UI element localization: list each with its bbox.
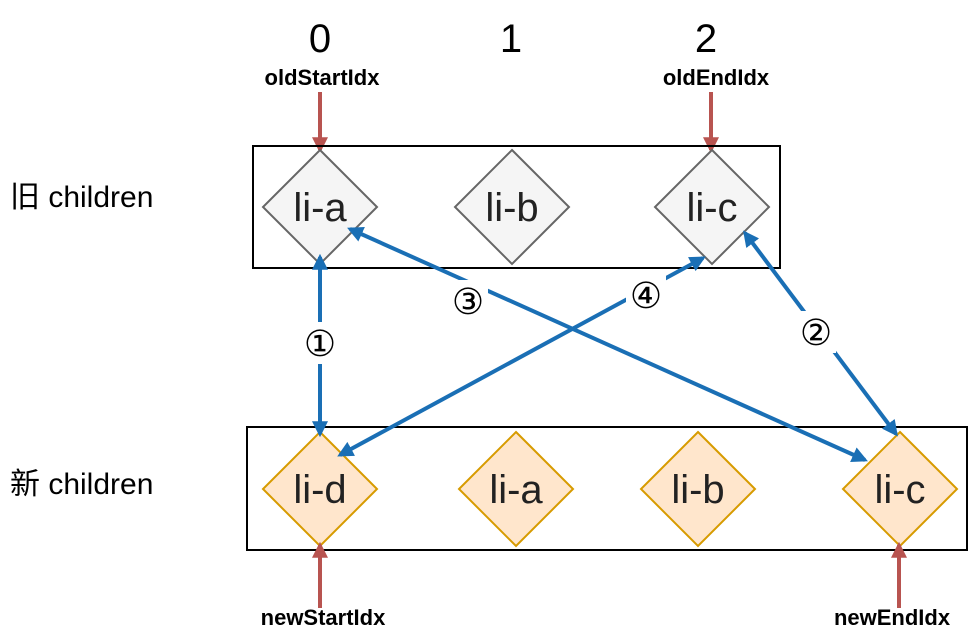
new-node-label: li-b [671, 468, 724, 512]
step-label-1: ① [300, 322, 340, 365]
new-node-label: li-d [293, 468, 346, 512]
step-1-text: ① [304, 324, 336, 365]
old-node-li-b: li-b [453, 148, 571, 266]
step-label-3: ③ [448, 280, 488, 323]
new-node-li-a: li-a [457, 430, 575, 548]
compare-arrow-3 [347, 226, 868, 463]
old-node-label: li-c [686, 186, 737, 230]
old-node-label: li-b [485, 186, 538, 230]
index-label-1: 1 [500, 17, 522, 61]
old-children-label: 旧 children [10, 181, 153, 214]
index-label-0: 0 [309, 17, 331, 61]
new-end-idx-label: newEndIdx [834, 605, 951, 630]
step-label-4: ④ [626, 274, 666, 317]
old-end-idx-label: oldEndIdx [663, 65, 770, 90]
step-4-text: ④ [630, 276, 662, 317]
index-label-2: 2 [695, 17, 717, 61]
new-node-li-b: li-b [639, 430, 757, 548]
new-node-li-d: li-d [261, 430, 379, 548]
step-label-2: ② [796, 311, 836, 354]
new-start-idx-label: newStartIdx [261, 605, 386, 630]
step-2-text: ② [800, 313, 832, 354]
step-3-text: ③ [452, 282, 484, 323]
old-node-li-a: li-a [261, 148, 379, 266]
old-node-label: li-a [293, 186, 347, 230]
old-node-li-c: li-c [653, 148, 771, 266]
new-children-label: 新 children [10, 468, 153, 501]
old-start-idx-label: oldStartIdx [265, 65, 381, 90]
new-node-label: li-c [874, 468, 925, 512]
new-node-label: li-a [489, 468, 543, 512]
new-node-li-c: li-c [841, 430, 959, 548]
